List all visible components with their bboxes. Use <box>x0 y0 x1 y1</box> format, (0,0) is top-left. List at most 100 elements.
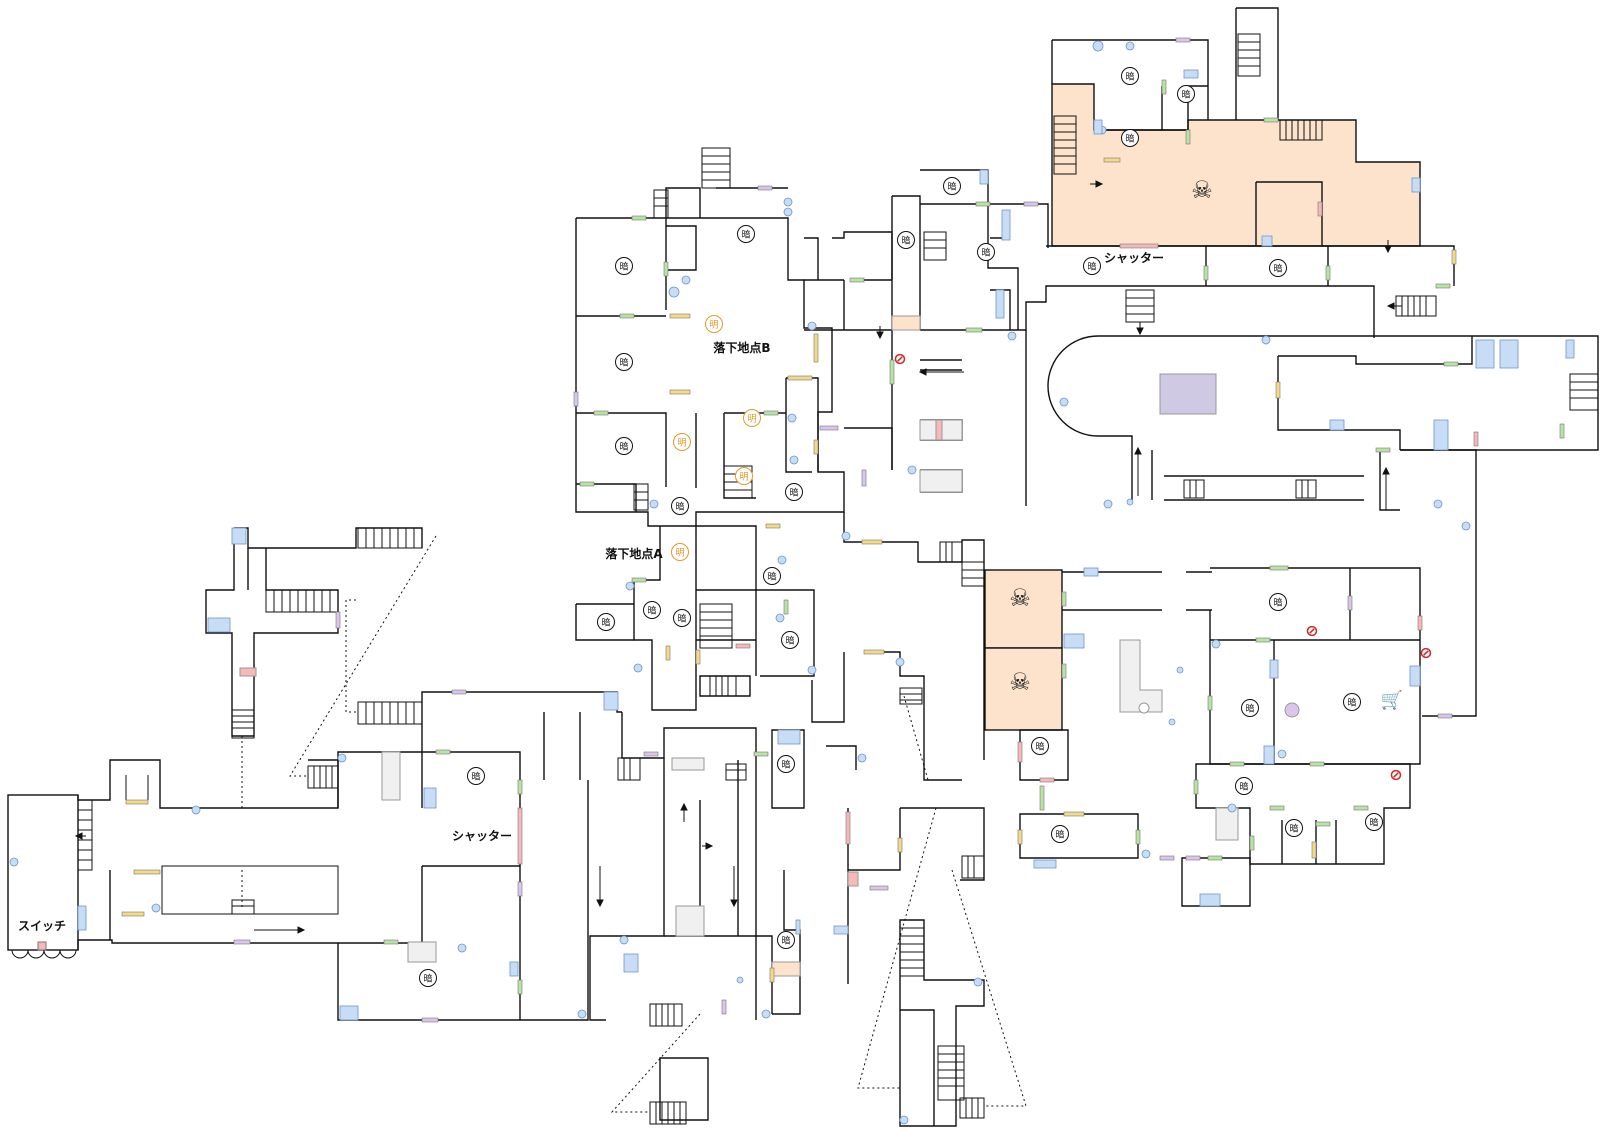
dark-room-icon-glyph: 暗 <box>1239 781 1248 793</box>
dark-room-icon-glyph: 暗 <box>1125 133 1134 145</box>
skull-icon: ☠ <box>1191 176 1213 204</box>
dark-room-icon: 暗 <box>671 497 689 515</box>
dark-room-icon: 暗 <box>1365 813 1383 831</box>
dark-room-icon: 暗 <box>673 609 691 627</box>
skull-icon: ☠ <box>1009 668 1031 696</box>
direction-arrows <box>74 180 1402 934</box>
no-entry-icons: ⊘ ⊘ ⊘ ⊘ <box>893 349 1432 784</box>
skull-icon: ☠ <box>1009 584 1031 612</box>
shop-cart-icon: 🛒 <box>1381 689 1403 711</box>
pillars <box>9 40 1575 1125</box>
light-room-icon: 明 <box>671 543 689 561</box>
dark-room-icon: 暗 <box>597 613 615 631</box>
stairs <box>77 33 1599 1125</box>
dark-room-icon-glyph: 暗 <box>1273 597 1282 609</box>
dark-room-icon-glyph: 暗 <box>981 247 990 259</box>
central-north-walls <box>575 169 1049 527</box>
light-room-icon: 明 <box>735 467 753 485</box>
dark-room-icon-glyph: 暗 <box>1347 697 1356 709</box>
dark-room-icon-glyph: 暗 <box>1055 829 1064 841</box>
danger-zone-east-2 <box>984 647 1063 731</box>
dark-room-icon-glyph: 暗 <box>1181 89 1190 101</box>
dark-room-icon: 暗 <box>1051 825 1069 843</box>
dark-room-icon-glyph: 暗 <box>781 935 790 947</box>
dark-room-icon-glyph: 暗 <box>647 605 656 617</box>
dark-room-icon: 暗 <box>781 631 799 649</box>
dark-room-icon: 暗 <box>1177 85 1195 103</box>
dark-room-icon: 暗 <box>1269 593 1287 611</box>
west-wing-walls <box>7 527 622 1021</box>
no-entry-icon: ⊘ <box>1389 765 1402 784</box>
dark-room-icon-glyph: 暗 <box>619 261 628 273</box>
light-room-icon-glyph: 明 <box>677 438 686 449</box>
light-room-icon: 明 <box>705 315 723 333</box>
dark-room-icon-glyph: 暗 <box>1273 263 1282 275</box>
dark-room-icon: 暗 <box>777 755 795 773</box>
dark-room-icon: 暗 <box>777 931 795 949</box>
danger-zone-east-1 <box>984 569 1063 649</box>
switch-label: スイッチ <box>18 919 66 933</box>
dark-room-icon: 暗 <box>1083 257 1101 275</box>
dark-room-icon-glyph: 暗 <box>901 235 910 247</box>
dark-room-icon: 暗 <box>615 437 633 455</box>
no-entry-icon: ⊘ <box>1419 643 1432 662</box>
dark-room-icon: 暗 <box>467 767 485 785</box>
dark-room-icon-glyph: 暗 <box>675 501 684 513</box>
dark-room-icon: 暗 <box>737 225 755 243</box>
dark-room-icon-glyph: 暗 <box>1289 823 1298 835</box>
dark-room-icon: 暗 <box>1031 737 1049 755</box>
dark-room-icon-glyph: 暗 <box>1087 261 1096 273</box>
dark-room-icon: 暗 <box>785 483 803 501</box>
light-room-icon: 明 <box>743 409 761 427</box>
switch-fixture[interactable] <box>11 941 77 959</box>
furniture-boxes <box>239 315 1300 977</box>
dark-room-icon: 暗 <box>943 177 961 195</box>
central-south-walls <box>575 512 1027 1127</box>
dark-room-markers: 暗暗暗暗暗暗暗暗暗暗暗暗暗暗暗暗暗暗暗暗暗暗暗暗暗暗暗暗暗暗暗 <box>419 67 1383 987</box>
light-room-icon-glyph: 明 <box>739 472 748 483</box>
dark-room-icon: 暗 <box>1241 699 1259 717</box>
dark-room-icon-glyph: 暗 <box>423 973 432 985</box>
dark-room-icon-glyph: 暗 <box>619 357 628 369</box>
dark-room-icon: 暗 <box>763 567 781 585</box>
dark-room-icon: 暗 <box>897 231 915 249</box>
dark-room-icon-glyph: 暗 <box>471 771 480 783</box>
light-room-icon: 明 <box>673 433 691 451</box>
dark-room-icon-glyph: 暗 <box>619 441 628 453</box>
doors <box>121 37 1565 1023</box>
dark-room-icon-glyph: 暗 <box>785 635 794 647</box>
dark-room-icon-glyph: 暗 <box>741 229 750 241</box>
dark-room-icon-glyph: 暗 <box>1125 71 1134 83</box>
dark-room-icon-glyph: 暗 <box>789 487 798 499</box>
dark-room-icon-glyph: 暗 <box>1245 703 1254 715</box>
no-entry-icon: ⊘ <box>893 349 906 368</box>
dark-room-icon: 暗 <box>1269 259 1287 277</box>
dark-room-icon: 暗 <box>1343 693 1361 711</box>
shutter-label-west: シャッター <box>452 829 512 843</box>
dark-room-icon: 暗 <box>615 257 633 275</box>
dark-room-icon-glyph: 暗 <box>1369 817 1378 829</box>
dark-room-icon-glyph: 暗 <box>947 181 956 193</box>
dark-room-icon-glyph: 暗 <box>1035 741 1044 753</box>
drop-point-a-label: 落下地点A <box>605 546 663 561</box>
dark-room-icon-glyph: 暗 <box>767 571 776 583</box>
light-room-icon-glyph: 明 <box>675 548 684 559</box>
dark-room-icon: 暗 <box>1235 777 1253 795</box>
dark-room-icon-glyph: 暗 <box>677 613 686 625</box>
shutter-label-north: シャッター <box>1104 251 1164 265</box>
dark-room-icon: 暗 <box>977 243 995 261</box>
drop-point-b-label: 落下地点B <box>713 340 770 355</box>
dark-room-icon: 暗 <box>1121 129 1139 147</box>
dark-room-icon: 暗 <box>615 353 633 371</box>
dark-room-icon-glyph: 暗 <box>781 759 790 771</box>
dark-room-icon: 暗 <box>643 601 661 619</box>
no-entry-icon: ⊘ <box>1305 621 1318 640</box>
light-room-icon-glyph: 明 <box>747 414 756 425</box>
dark-room-icon: 暗 <box>419 969 437 987</box>
dark-room-icon: 暗 <box>1285 819 1303 837</box>
hazard-skull-icons: ☠ ☠ ☠ <box>1009 176 1213 696</box>
dark-room-icon-glyph: 暗 <box>601 617 610 629</box>
dark-room-icon: 暗 <box>1121 67 1139 85</box>
